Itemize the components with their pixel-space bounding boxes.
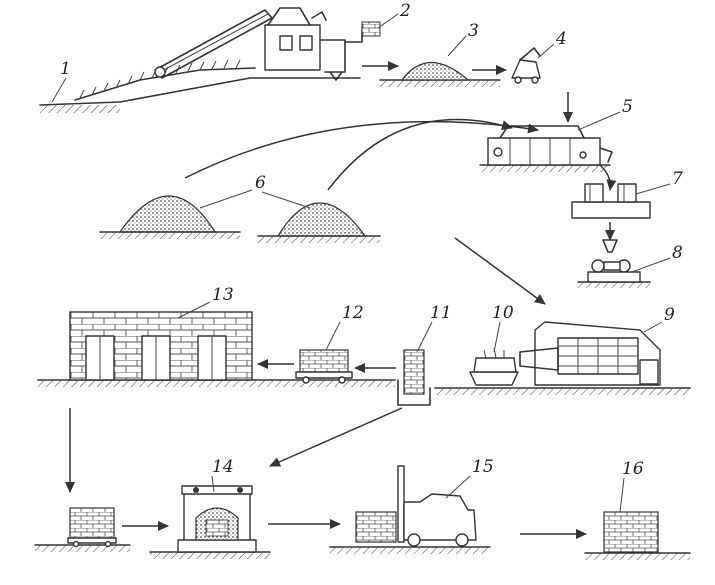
additive-heap-right — [276, 202, 367, 237]
leader-8 — [631, 257, 671, 273]
ground-row4 — [34, 544, 691, 560]
arrow-11-14 — [269, 407, 403, 467]
arrow-to-9 — [454, 237, 546, 305]
excavator — [154, 7, 381, 81]
label-16: 16 — [622, 459, 644, 479]
label-5: 5 — [622, 97, 633, 117]
label-7: 7 — [672, 169, 683, 189]
brick-cutter — [469, 347, 519, 386]
cutting-table — [577, 259, 651, 288]
label-15: 15 — [472, 457, 494, 477]
label-4: 4 — [555, 29, 567, 49]
leader-12 — [325, 321, 341, 351]
label-10: 10 — [492, 303, 514, 323]
clay-heap — [400, 61, 470, 81]
label-12: 12 — [342, 303, 364, 323]
label-2: 2 — [399, 1, 411, 21]
label-9: 9 — [664, 305, 675, 325]
finished-brick-pallet — [603, 511, 659, 553]
tipper — [511, 47, 541, 84]
label-6: 6 — [255, 173, 266, 193]
leader-9 — [643, 321, 663, 333]
leader-14 — [211, 475, 215, 493]
label-14: 14 — [212, 457, 234, 477]
label-11: 11 — [430, 303, 452, 323]
forklift — [355, 465, 477, 547]
leader-1 — [51, 77, 67, 103]
leader-11 — [417, 321, 433, 351]
extrusion-press — [519, 321, 661, 386]
leader-15 — [445, 475, 471, 499]
label-8: 8 — [672, 243, 683, 263]
ground-row2 — [99, 231, 381, 243]
leader-6 — [199, 189, 311, 209]
leader-13 — [177, 301, 211, 319]
drying-chamber — [69, 311, 253, 381]
kiln — [177, 485, 257, 553]
funnel — [602, 239, 618, 253]
dried-brick-stack — [67, 507, 117, 548]
ground-row1 — [39, 77, 501, 113]
brick-stack-pit — [397, 349, 431, 406]
leader-7 — [635, 183, 671, 195]
arrow-6a-5 — [184, 120, 539, 179]
additive-heap-left — [118, 195, 217, 233]
arrow-6b-5 — [327, 118, 513, 191]
leader-2 — [377, 13, 399, 29]
leader-3 — [447, 35, 467, 57]
label-13: 13 — [212, 285, 234, 305]
label-3: 3 — [468, 21, 479, 41]
arrow-5-7 — [599, 164, 617, 191]
leader-4 — [537, 43, 555, 59]
clay-mixer — [479, 125, 613, 172]
leader-10 — [493, 321, 501, 353]
label-1: 1 — [60, 59, 71, 79]
shaping-machine — [571, 183, 651, 219]
clay-quarry — [74, 59, 256, 101]
drying-cart — [295, 349, 353, 384]
leader-5 — [577, 111, 621, 131]
leader-16 — [619, 477, 625, 513]
